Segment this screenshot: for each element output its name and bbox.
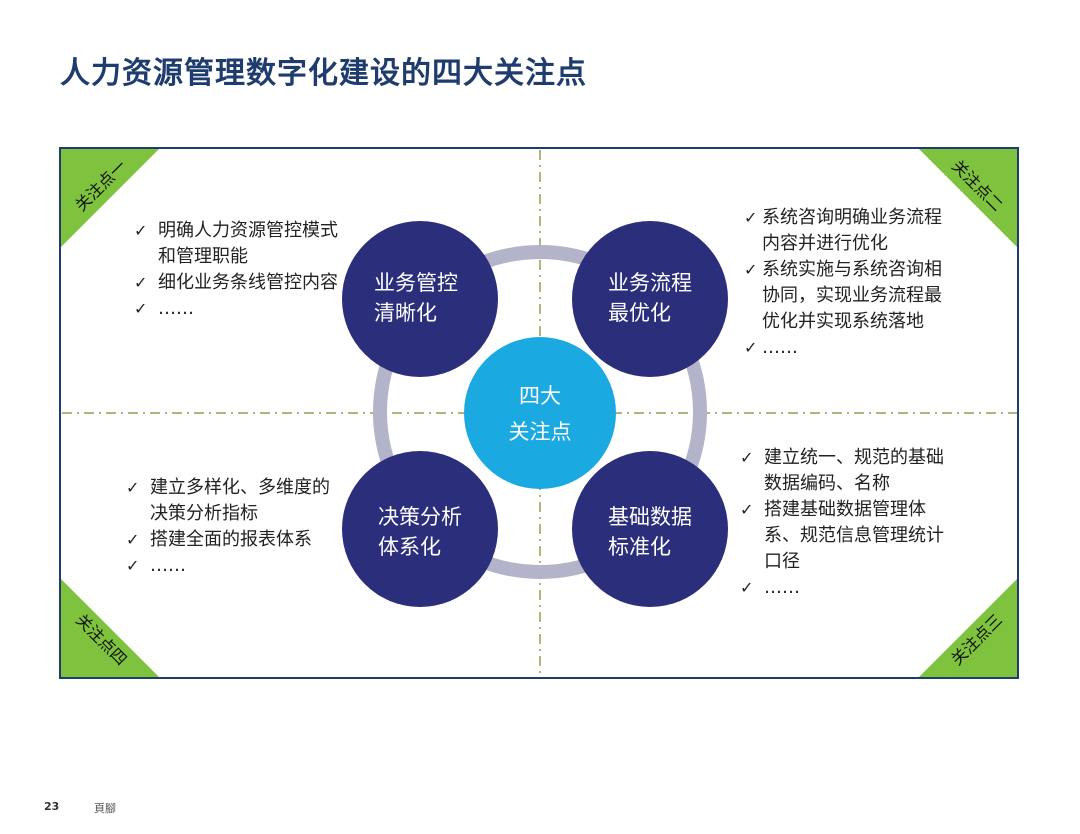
circle-label-line: 清晰化 [374, 301, 437, 325]
bullet-item: ✓ 明确人力资源管控模式和管理职能 [134, 218, 344, 270]
footer-label: 頁腳 [94, 802, 116, 815]
bullet-text: 明确人力资源管控模式和管理职能 [158, 220, 338, 267]
bullet-text: 搭建基础数据管理体系、规范信息管理统计口径 [764, 499, 944, 572]
bullet-item: ✓ 系统实施与系统咨询相协同，实现业务流程最优化并实现系统落地 [744, 257, 949, 335]
corner-triangle-top-right [919, 149, 1017, 247]
check-icon: ✓ [134, 273, 148, 292]
corner-triangle-top-left [61, 149, 159, 247]
bullet-text: …… [762, 337, 798, 358]
check-icon: ✓ [126, 556, 140, 575]
bullet-text: 细化业务条线管控内容 [158, 272, 338, 293]
bullet-list-bottom-right: ✓ 建立统一、规范的基础数据编码、名称 ✓ 搭建基础数据管理体系、规范信息管理统… [740, 445, 950, 601]
bullet-text: 系统咨询明确业务流程内容并进行优化 [762, 207, 942, 254]
bullet-list-top-right: ✓ 系统咨询明确业务流程内容并进行优化 ✓ 系统实施与系统咨询相协同，实现业务流… [744, 205, 949, 361]
check-icon: ✓ [134, 221, 148, 240]
circle-label-top-right: 业务流程 最优化 [608, 268, 692, 328]
check-icon: ✓ [126, 478, 140, 497]
bullet-item: ✓ …… [744, 335, 949, 361]
check-icon: ✓ [744, 260, 758, 279]
bullet-text: 建立多样化、多维度的决策分析指标 [150, 477, 330, 524]
check-icon: ✓ [740, 578, 754, 597]
corner-triangle-bottom-right [919, 579, 1017, 677]
bullet-item: ✓ …… [134, 296, 344, 322]
circle-label-line: 业务管控 [374, 271, 458, 295]
bullet-text: 搭建全面的报表体系 [150, 529, 312, 550]
circle-label-bottom-right: 基础数据 标准化 [608, 502, 692, 562]
bullet-item: ✓ 细化业务条线管控内容 [134, 270, 344, 296]
bullet-text: 建立统一、规范的基础数据编码、名称 [764, 447, 944, 494]
center-label: 四大 关注点 [490, 378, 590, 450]
circle-label-top-left: 业务管控 清晰化 [374, 268, 458, 328]
bullet-text: …… [764, 577, 800, 598]
circle-label-bottom-left: 决策分析 体系化 [378, 502, 462, 562]
check-icon: ✓ [126, 530, 140, 549]
circle-label-line: 标准化 [608, 535, 671, 559]
circle-label-line: 业务流程 [608, 271, 692, 295]
bullet-item: ✓ 搭建全面的报表体系 [126, 527, 336, 553]
bullet-text: 系统实施与系统咨询相协同，实现业务流程最优化并实现系统落地 [762, 259, 942, 332]
center-label-line: 关注点 [508, 420, 572, 444]
corner-triangle-bottom-left [61, 579, 159, 677]
check-icon: ✓ [134, 299, 148, 318]
bullet-item: ✓ …… [740, 575, 950, 601]
bullet-item: ✓ 建立统一、规范的基础数据编码、名称 [740, 445, 950, 497]
bullet-text: …… [158, 298, 194, 319]
check-icon: ✓ [744, 338, 758, 357]
page-number: 23 [44, 800, 60, 813]
bullet-list-top-left: ✓ 明确人力资源管控模式和管理职能 ✓ 细化业务条线管控内容 ✓ …… [134, 218, 344, 322]
bullet-item: ✓ …… [126, 553, 336, 579]
check-icon: ✓ [740, 448, 754, 467]
circle-label-line: 体系化 [378, 535, 441, 559]
circle-label-line: 基础数据 [608, 505, 692, 529]
bullet-text: …… [150, 555, 186, 576]
circle-label-line: 决策分析 [378, 505, 462, 529]
check-icon: ✓ [740, 500, 754, 519]
bullet-list-bottom-left: ✓ 建立多样化、多维度的决策分析指标 ✓ 搭建全面的报表体系 ✓ …… [126, 475, 336, 579]
check-icon: ✓ [744, 208, 758, 227]
center-label-line: 四大 [519, 384, 561, 408]
page-title: 人力资源管理数字化建设的四大关注点 [60, 56, 587, 91]
bullet-item: ✓ 建立多样化、多维度的决策分析指标 [126, 475, 336, 527]
bullet-item: ✓ 系统咨询明确业务流程内容并进行优化 [744, 205, 949, 257]
circle-label-line: 最优化 [608, 301, 671, 325]
bullet-item: ✓ 搭建基础数据管理体系、规范信息管理统计口径 [740, 497, 950, 575]
